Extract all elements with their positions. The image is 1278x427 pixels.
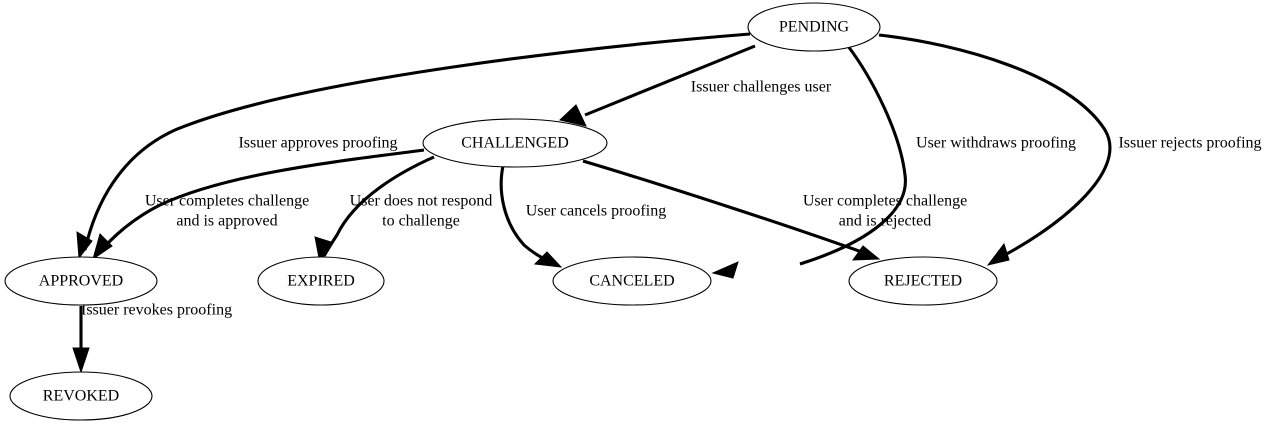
node-pending[interactable]: PENDING [747,2,881,52]
node-label-approved: APPROVED [39,273,123,290]
edge-label-issuer-approves-proofing: Issuer approves proofing [238,135,397,152]
node-shape-challenged [422,118,608,168]
edge-pending-to-rejected[interactable]: Issuer rejects proofing [878,33,1262,266]
arrowhead-canceled-from-pending [711,261,739,279]
edge-challenged-to-expired[interactable]: User does not respond to challenge [314,155,493,265]
arrowhead-rejected-from-challenged [852,245,881,261]
edge-label-user-completes-challenge-approved-line2: and is approved [176,213,277,230]
arrowhead-approved-from-challenged [92,233,113,261]
edge-pending-to-canceled[interactable]: User withdraws proofing [711,45,1076,279]
node-shape-approved [4,256,158,306]
edge-label-user-completes-challenge-rejected-line2: and is rejected [839,213,931,230]
node-label-revoked: REVOKED [43,388,119,405]
edge-path-challenged-approved [98,148,425,253]
edge-challenged-to-rejected[interactable]: User completes challenge and is rejected [582,159,967,261]
node-approved[interactable]: APPROVED [4,256,158,306]
edge-challenged-to-approved[interactable]: User completes challenge and is approved [92,148,425,261]
arrowhead-challenged-from-pending [558,104,587,127]
edge-label-user-completes-challenge-rejected-line1: User completes challenge [803,193,967,210]
node-label-expired: EXPIRED [287,273,355,290]
edge-label-user-does-not-respond-line1: User does not respond [350,193,493,210]
edge-label-user-cancels-proofing: User cancels proofing [526,203,666,220]
node-label-pending: PENDING [779,19,850,36]
edge-approved-to-revoked[interactable]: Issuer revokes proofing [72,302,232,374]
node-rejected[interactable]: REJECTED [848,256,998,306]
node-expired[interactable]: EXPIRED [257,256,385,306]
arrowhead-canceled-from-challenged [533,251,563,268]
edge-pending-to-challenged[interactable]: Issuer challenges user [558,44,832,127]
arrowhead-revoked-from-approved [72,347,90,374]
edge-label-issuer-revokes-proofing: Issuer revokes proofing [81,302,232,319]
arrowhead-approved-from-pending [76,231,93,260]
node-shape-rejected [848,256,998,306]
node-canceled[interactable]: CANCELED [552,256,712,306]
node-label-challenged: CHALLENGED [461,135,569,152]
edge-pending-to-approved[interactable]: Issuer approves proofing [76,32,751,260]
edge-path-challenged-expired [322,155,435,257]
arrowhead-rejected-from-pending [986,242,1010,266]
edge-label-user-does-not-respond-line2: to challenge [382,213,460,230]
node-shape-canceled [552,256,712,306]
edge-path-pending-approved [83,32,751,251]
node-label-canceled: CANCELED [589,273,674,290]
node-label-rejected: REJECTED [884,273,962,290]
node-shape-expired [257,256,385,306]
edge-path-challenged-rejected [582,159,871,257]
edge-path-pending-challenged [584,44,756,117]
node-shape-pending [747,2,881,52]
edge-label-user-withdraws-proofing: User withdraws proofing [916,135,1076,152]
edge-label-issuer-rejects-proofing: Issuer rejects proofing [1118,135,1261,152]
edge-label-issuer-challenges-user: Issuer challenges user [691,79,832,96]
node-challenged[interactable]: CHALLENGED [422,118,608,168]
edge-challenged-to-canceled[interactable]: User cancels proofing [499,165,666,268]
node-shape-revoked [9,371,153,421]
edge-label-user-completes-challenge-approved-line1: User completes challenge [145,193,309,210]
node-revoked[interactable]: REVOKED [9,371,153,421]
edge-path-pending-rejected [878,33,1112,262]
edge-path-pending-canceled [799,45,907,266]
